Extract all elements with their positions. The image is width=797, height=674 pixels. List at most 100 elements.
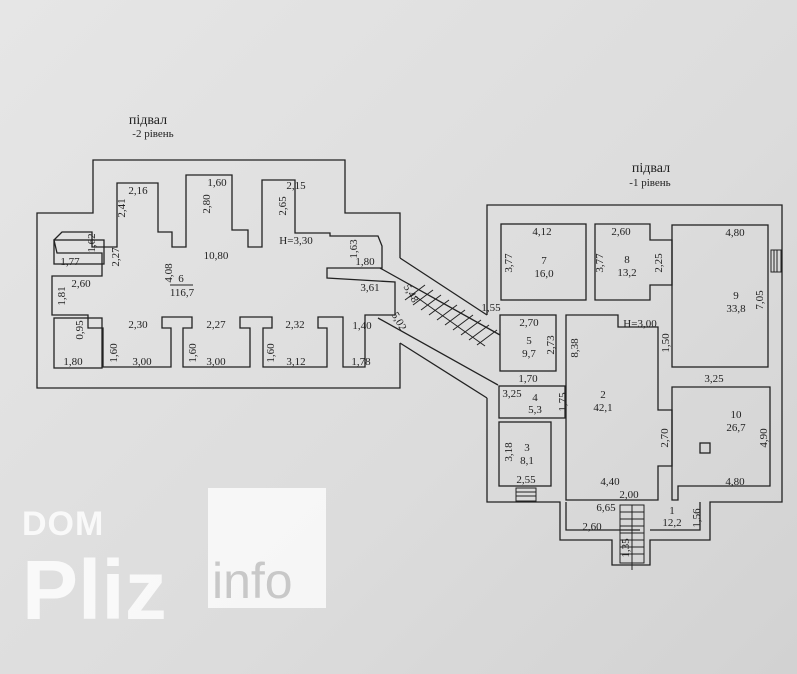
svg-text:4,08: 4,08 (163, 263, 175, 283)
column (699, 442, 711, 454)
watermark-box (208, 488, 326, 608)
svg-text:3,25: 3,25 (704, 373, 724, 385)
svg-text:1,56: 1,56 (691, 508, 703, 528)
svg-text:2,16: 2,16 (128, 185, 148, 197)
svg-text:16,0: 16,0 (534, 268, 554, 280)
right-dimensions: 4,12 2,60 4,80 3,77 3,77 2,25 7,05 1,55 … (481, 226, 770, 558)
svg-text:7,05: 7,05 (754, 290, 766, 310)
svg-text:4,12: 4,12 (532, 226, 551, 238)
stairs-bottom (619, 504, 645, 570)
svg-text:1,40: 1,40 (352, 320, 372, 332)
room-labels: 716,0 813,2 933,8 59,7 45,3 242,1 1026,7… (520, 254, 746, 529)
right-outer-wall (486, 204, 783, 566)
room-number: 6 (178, 273, 184, 285)
svg-text:2,27: 2,27 (206, 319, 226, 331)
corridor-wall (399, 257, 488, 316)
room-3 (498, 421, 552, 487)
svg-text:26,7: 26,7 (726, 422, 746, 434)
niche (53, 239, 105, 265)
stairs-left (404, 284, 498, 347)
svg-text:3,77: 3,77 (503, 253, 515, 273)
right-plan-title: підвал (632, 161, 670, 176)
svg-text:1,60: 1,60 (207, 177, 227, 189)
svg-text:3,61: 3,61 (360, 282, 379, 294)
svg-text:2,60: 2,60 (71, 278, 91, 290)
corridor-wall (377, 317, 499, 386)
ceiling-height: Н=3,30 (279, 235, 313, 247)
window-icon (770, 249, 782, 273)
left-outer-wall (36, 159, 401, 389)
svg-text:4,80: 4,80 (725, 227, 745, 239)
svg-text:3,00: 3,00 (206, 356, 226, 368)
svg-text:3,18: 3,18 (503, 442, 515, 462)
svg-text:2,60: 2,60 (611, 226, 631, 238)
svg-text:6,65: 6,65 (596, 502, 616, 514)
svg-text:1,55: 1,55 (481, 302, 501, 314)
svg-text:9,7: 9,7 (522, 348, 536, 360)
svg-text:1,60: 1,60 (265, 343, 277, 363)
svg-text:1,35: 1,35 (620, 538, 632, 558)
svg-text:4,80: 4,80 (725, 476, 745, 488)
svg-text:2: 2 (600, 389, 606, 401)
svg-text:9: 9 (733, 290, 739, 302)
svg-text:10,80: 10,80 (204, 250, 229, 262)
svg-text:3,12: 3,12 (286, 356, 305, 368)
svg-text:1,81: 1,81 (56, 286, 68, 305)
svg-text:0,95: 0,95 (74, 320, 86, 340)
svg-text:10: 10 (731, 409, 743, 421)
svg-text:2,32: 2,32 (285, 319, 304, 331)
svg-text:7: 7 (541, 255, 547, 267)
svg-text:5,02: 5,02 (389, 310, 409, 333)
svg-text:1,62: 1,62 (86, 233, 98, 252)
room-2 (565, 314, 673, 501)
room-9 (671, 224, 769, 368)
wall (650, 502, 701, 531)
left-dimensions: 2,16 1,60 2,15 2,41 2,80 2,65 1,62 1,77 … (56, 177, 421, 368)
svg-text:1: 1 (669, 505, 675, 517)
niche (53, 317, 103, 369)
svg-text:1,78: 1,78 (351, 356, 371, 368)
room-5 (499, 314, 557, 372)
svg-text:2,00: 2,00 (619, 489, 639, 501)
svg-text:5,3: 5,3 (528, 404, 542, 416)
svg-text:3,25: 3,25 (502, 388, 522, 400)
svg-text:2,70: 2,70 (659, 428, 671, 448)
svg-text:12,2: 12,2 (662, 517, 681, 529)
svg-text:13,2: 13,2 (617, 267, 636, 279)
wall (565, 502, 640, 531)
stairs-room3 (515, 487, 537, 502)
svg-text:1,60: 1,60 (187, 343, 199, 363)
watermark-dom: DOM (22, 505, 105, 543)
svg-text:1,60: 1,60 (108, 343, 120, 363)
svg-text:2,55: 2,55 (516, 474, 536, 486)
room-7 (500, 223, 587, 301)
svg-text:2,41: 2,41 (116, 198, 128, 217)
room-10 (671, 386, 771, 501)
svg-text:8,1: 8,1 (520, 455, 534, 467)
svg-text:2,30: 2,30 (128, 319, 148, 331)
svg-text:1,80: 1,80 (355, 256, 375, 268)
svg-text:1,63: 1,63 (348, 239, 360, 259)
svg-text:33,8: 33,8 (726, 303, 746, 315)
svg-text:8,38: 8,38 (569, 338, 581, 358)
svg-text:4: 4 (532, 392, 538, 404)
svg-text:1,77: 1,77 (60, 256, 80, 268)
room-6-outline (51, 174, 396, 368)
svg-text:2,70: 2,70 (519, 317, 539, 329)
svg-text:1,50: 1,50 (660, 333, 672, 353)
corridor-wall (379, 267, 501, 336)
svg-text:1,75: 1,75 (557, 392, 569, 412)
svg-text:4,90: 4,90 (758, 428, 770, 448)
svg-text:42,1: 42,1 (593, 402, 612, 414)
svg-text:1,70: 1,70 (518, 373, 538, 385)
svg-text:2,73: 2,73 (545, 335, 557, 355)
svg-text:3,00: 3,00 (132, 356, 152, 368)
watermark-pliz: Pliz (22, 543, 167, 637)
left-plan-subtitle: -2 рівень (132, 128, 173, 140)
ceiling-height: Н=3,00 (623, 318, 657, 330)
svg-text:3,77: 3,77 (594, 253, 606, 273)
left-plan-title: підвал (129, 113, 167, 128)
svg-text:2,65: 2,65 (277, 196, 289, 216)
svg-text:2,60: 2,60 (582, 521, 602, 533)
